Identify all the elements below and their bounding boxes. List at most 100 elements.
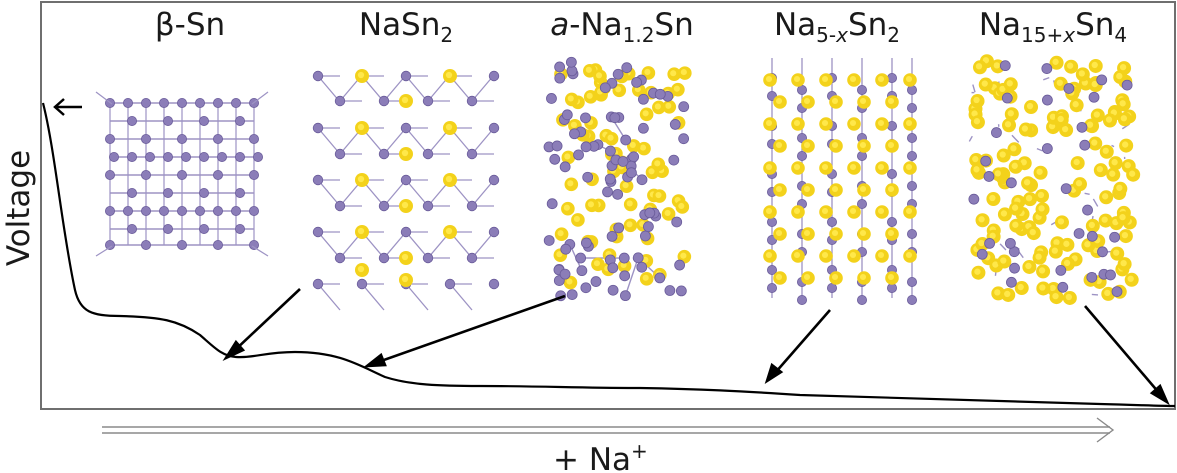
sn-atom xyxy=(675,285,687,297)
na-atom-highlight xyxy=(877,163,885,171)
sn-atom xyxy=(127,151,138,162)
sn-atom xyxy=(123,98,134,109)
bond xyxy=(405,127,429,155)
bond xyxy=(317,179,341,207)
na-atom-highlight xyxy=(573,215,580,223)
na-atom-highlight xyxy=(859,229,867,237)
na-atom-highlight xyxy=(981,80,988,87)
sn-atom xyxy=(887,216,898,227)
sn-atom xyxy=(907,103,918,114)
sn-atom xyxy=(560,243,572,255)
na-atom-highlight xyxy=(775,141,783,149)
na-atom-highlight xyxy=(564,153,571,160)
na-atom-highlight xyxy=(905,251,913,259)
na-atom-highlight xyxy=(1086,121,1094,128)
na-atom-highlight xyxy=(1091,80,1098,88)
na-atom-highlight xyxy=(775,229,783,237)
sn-atom xyxy=(857,150,868,161)
na-atom-highlight xyxy=(1091,61,1098,69)
sn-atom xyxy=(671,216,683,228)
na-atom-highlight xyxy=(999,85,1006,92)
sn-atom xyxy=(312,278,324,290)
sn-atom xyxy=(356,278,368,290)
sn-atom xyxy=(636,174,648,186)
na-atom-highlight xyxy=(1075,180,1083,187)
na-atom-highlight xyxy=(1026,102,1034,110)
sn-atom xyxy=(212,169,223,180)
sn-atom xyxy=(1041,63,1053,74)
phase-label-na5xsn2: Na5-xSn2 xyxy=(774,7,900,47)
na-atom-highlight xyxy=(803,97,811,105)
sn-atom xyxy=(312,174,324,186)
bond xyxy=(968,135,973,142)
sn-atom xyxy=(488,122,500,134)
sn-atom xyxy=(907,276,918,287)
sn-atom xyxy=(569,128,580,140)
sn-atom xyxy=(613,222,625,234)
sn-atom xyxy=(234,223,245,234)
na-atom-highlight xyxy=(654,160,661,167)
na-atom-highlight xyxy=(1021,125,1029,132)
sn-atom xyxy=(378,148,390,160)
bond xyxy=(361,283,385,311)
bond xyxy=(471,231,495,259)
na15xsn4-structure xyxy=(968,54,1141,305)
sn-atom xyxy=(767,264,778,275)
na-atom-highlight xyxy=(1119,100,1126,107)
na-atom-highlight xyxy=(1039,284,1046,291)
sn-atom xyxy=(466,148,478,160)
na-atom-highlight xyxy=(642,274,649,281)
bond xyxy=(471,179,495,207)
na-atom-highlight xyxy=(563,204,570,211)
na-atom-highlight xyxy=(803,229,811,237)
arrow-a-na12sn xyxy=(362,294,566,368)
na-atom-highlight xyxy=(557,230,564,237)
sn-atom xyxy=(638,122,649,134)
sn-atom xyxy=(654,88,666,100)
sn-atom xyxy=(580,237,592,249)
sn-atom xyxy=(827,216,838,227)
na-atom-highlight xyxy=(1120,259,1127,267)
sn-atom xyxy=(559,268,571,280)
na-atom-highlight xyxy=(648,168,655,175)
phase-label-part: 5- xyxy=(816,23,836,47)
sn-atom xyxy=(234,116,245,127)
na-atom-highlight xyxy=(1084,241,1091,248)
na-atom-highlight xyxy=(566,278,573,285)
sn-atom xyxy=(580,282,592,294)
sn-atom xyxy=(984,238,995,249)
na-atom-highlight xyxy=(831,97,839,105)
sn-atom xyxy=(561,109,573,121)
na-atom-highlight xyxy=(357,71,365,79)
bond xyxy=(471,127,495,155)
na-atom-highlight xyxy=(1036,168,1043,175)
na-atom-highlight xyxy=(971,110,978,117)
phase-label-a-na12sn: a-Na1.2Sn xyxy=(550,7,694,47)
sn-atom xyxy=(422,252,434,264)
na-atom-highlight xyxy=(994,170,1001,177)
na-atom-highlight xyxy=(629,141,636,148)
sn-atom xyxy=(857,294,868,305)
sn-atom xyxy=(1086,230,1098,242)
phase-label-part: Na xyxy=(774,7,816,43)
sn-atom xyxy=(212,98,223,109)
sn-atom xyxy=(618,252,630,264)
sn-atom xyxy=(576,265,588,277)
na-atom-highlight xyxy=(765,75,773,83)
na-atom-highlight xyxy=(556,251,563,258)
na-atom-highlight xyxy=(642,256,649,263)
sn-atom xyxy=(628,151,640,163)
sn-atom xyxy=(907,294,918,305)
na-atom-highlight xyxy=(1072,101,1079,108)
sn-atom xyxy=(1121,79,1133,91)
na-atom-highlight xyxy=(877,207,885,215)
na-atom-highlight xyxy=(793,207,801,215)
na-atom-highlight xyxy=(1120,115,1128,122)
na-atom-highlight xyxy=(673,85,680,92)
sn-atom xyxy=(604,173,616,185)
sn-atom xyxy=(767,216,778,227)
sn-atom xyxy=(1073,228,1085,239)
na-atom-highlight xyxy=(1052,292,1059,300)
sn-atom xyxy=(644,207,656,219)
phase-label-part: 2 xyxy=(440,23,453,47)
